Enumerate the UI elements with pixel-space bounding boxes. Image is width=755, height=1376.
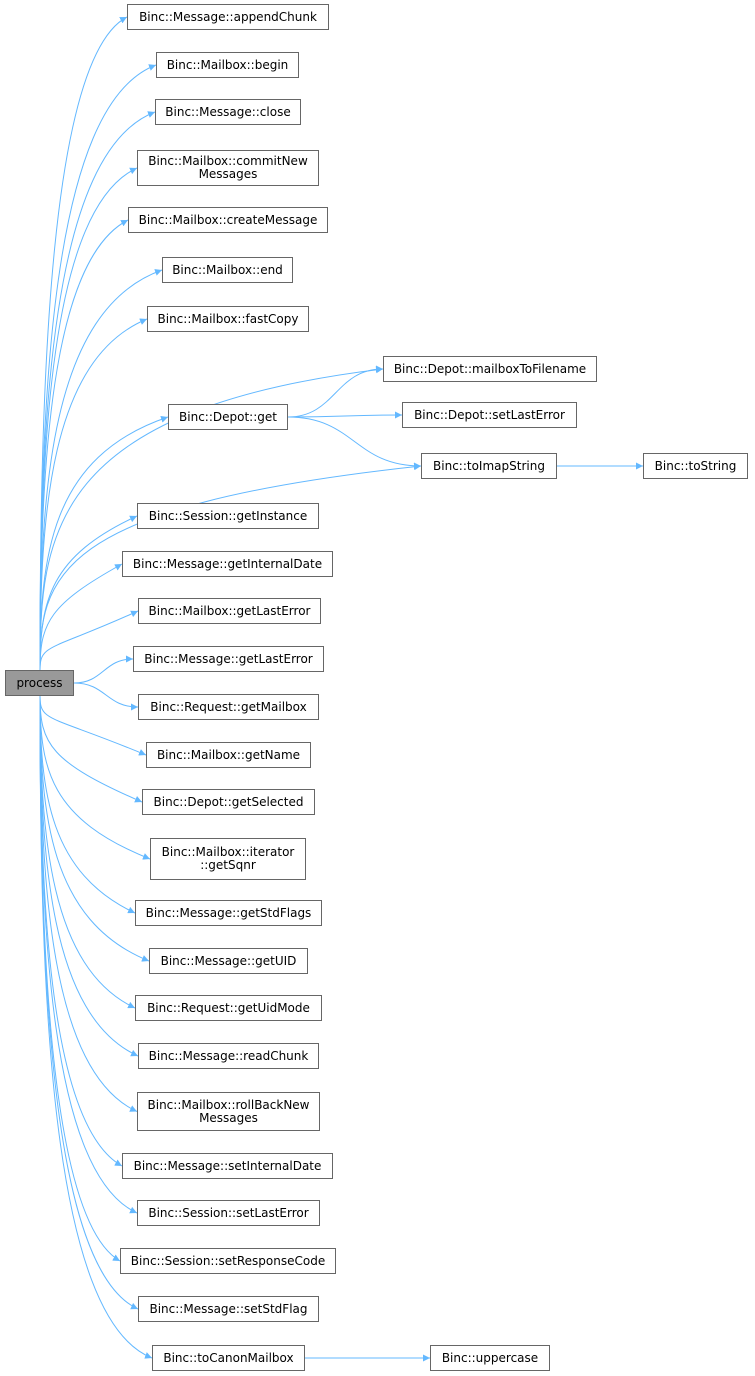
node-uppercase[interactable]: Binc::uppercase: [430, 1345, 550, 1371]
node-getMailbox[interactable]: Binc::Request::getMailbox: [138, 694, 319, 720]
edge-process-to-rollBackNewMessages: [39, 695, 138, 1112]
node-label-depotGet: Binc::Depot::get: [179, 409, 277, 424]
edge-process-to-depotGet: [39, 415, 169, 671]
node-label-toString: Binc::toString: [654, 458, 737, 473]
node-setLastErrorDepot[interactable]: Binc::Depot::setLastError: [402, 402, 577, 428]
node-toCanonMailbox[interactable]: Binc::toCanonMailbox: [152, 1345, 305, 1371]
node-label-appendChunk: Binc::Message::appendChunk: [139, 9, 317, 24]
node-label-getStdFlags: Binc::Message::getStdFlags: [145, 905, 312, 920]
node-label-getUidMode: Binc::Request::getUidMode: [147, 1000, 310, 1015]
node-label-createMessage: Binc::Mailbox::createMessage: [138, 212, 318, 227]
node-readChunk[interactable]: Binc::Message::readChunk: [138, 1043, 319, 1069]
edge-depotGet-to-setLastErrorDepot: [287, 411, 403, 419]
edge-process-to-toCanonMailbox: [39, 695, 153, 1359]
node-label-getLastErrorMessage: Binc::Message::getLastError: [144, 651, 313, 666]
edge-depotGet-to-mailboxToFilename: [287, 365, 384, 418]
node-label-uppercase: Binc::uppercase: [441, 1350, 539, 1365]
node-label-rollBackNewMessages-1: Binc::Mailbox::rollBackNew: [147, 1097, 310, 1112]
node-setResponseCode[interactable]: Binc::Session::setResponseCode: [120, 1248, 336, 1274]
node-label-setLastErrorSession: Binc::Session::setLastError: [148, 1205, 309, 1220]
edge-process-to-getMailbox: [73, 682, 139, 711]
node-getStdFlags[interactable]: Binc::Message::getStdFlags: [135, 900, 322, 926]
node-createMessage[interactable]: Binc::Mailbox::createMessage: [128, 207, 328, 233]
node-label-getInstance: Binc::Session::getInstance: [148, 508, 308, 523]
node-fastCopy[interactable]: Binc::Mailbox::fastCopy: [147, 306, 309, 332]
edge-process-to-setInternalDate: [39, 695, 123, 1167]
node-label-close: Binc::Message::close: [165, 104, 291, 119]
node-label-getUID: Binc::Message::getUID: [160, 953, 297, 968]
node-label-commitNewMessages-1: Binc::Mailbox::commitNew: [148, 154, 308, 168]
node-label-mailboxToFilename: Binc::Depot::mailboxToFilename: [393, 361, 587, 376]
node-label-getSqnr-2: ::getSqnr: [200, 858, 256, 872]
node-label-setResponseCode: Binc::Session::setResponseCode: [130, 1253, 326, 1268]
node-getUID[interactable]: Binc::Message::getUID: [149, 948, 308, 974]
node-label-fastCopy: Binc::Mailbox::fastCopy: [157, 311, 299, 326]
edge-process-to-getInstance: [39, 515, 138, 671]
node-label-setStdFlag: Binc::Message::setStdFlag: [149, 1301, 308, 1316]
node-getName[interactable]: Binc::Mailbox::getName: [146, 742, 311, 768]
node-setLastErrorSession[interactable]: Binc::Session::setLastError: [137, 1200, 320, 1226]
edge-process-to-setLastErrorSession: [39, 695, 138, 1214]
node-setStdFlag[interactable]: Binc::Message::setStdFlag: [138, 1296, 319, 1322]
node-label-process: process: [16, 675, 63, 690]
node-getSqnr[interactable]: Binc::Mailbox::iterator::getSqnr: [150, 838, 306, 880]
node-label-getSelected: Binc::Depot::getSelected: [153, 794, 304, 809]
node-getLastErrorMessage[interactable]: Binc::Message::getLastError: [133, 646, 324, 672]
node-label-getMailbox: Binc::Request::getMailbox: [150, 699, 307, 714]
edge-process-to-getStdFlags: [39, 695, 136, 914]
node-depotGet[interactable]: Binc::Depot::get: [168, 404, 288, 430]
edge-process-to-getInternalDate: [39, 563, 123, 671]
node-end[interactable]: Binc::Mailbox::end: [162, 257, 293, 283]
node-close[interactable]: Binc::Message::close: [155, 99, 301, 125]
node-label-toCanonMailbox: Binc::toCanonMailbox: [163, 1350, 294, 1365]
edge-process-to-fastCopy: [39, 318, 148, 671]
edge-process-to-commitNewMessages: [39, 167, 138, 671]
node-getInternalDate[interactable]: Binc::Message::getInternalDate: [122, 551, 333, 577]
node-process: process: [5, 670, 74, 696]
node-label-readChunk: Binc::Message::readChunk: [148, 1048, 309, 1063]
node-mailboxToFilename[interactable]: Binc::Depot::mailboxToFilename: [383, 356, 597, 382]
node-toString[interactable]: Binc::toString: [643, 453, 748, 479]
node-label-end: Binc::Mailbox::end: [172, 262, 283, 277]
node-label-rollBackNewMessages-2: Messages: [199, 1110, 258, 1125]
node-label-setLastErrorDepot: Binc::Depot::setLastError: [414, 407, 565, 422]
node-label-getInternalDate: Binc::Message::getInternalDate: [132, 556, 323, 571]
node-getUidMode[interactable]: Binc::Request::getUidMode: [135, 995, 322, 1021]
node-getInstance[interactable]: Binc::Session::getInstance: [137, 503, 319, 529]
node-label-commitNewMessages-2: Messages: [198, 167, 258, 181]
edge-process-to-getLastErrorMessage: [73, 655, 134, 684]
edge-process-to-appendChunk: [39, 16, 128, 671]
node-getLastErrorMailbox[interactable]: Binc::Mailbox::getLastError: [138, 598, 321, 624]
edge-process-to-getUidMode: [39, 695, 136, 1009]
node-begin[interactable]: Binc::Mailbox::begin: [156, 52, 299, 78]
node-setInternalDate[interactable]: Binc::Message::setInternalDate: [122, 1153, 333, 1179]
node-label-getSqnr-1: Binc::Mailbox::iterator: [161, 845, 295, 859]
node-appendChunk[interactable]: Binc::Message::appendChunk: [127, 4, 329, 30]
edge-depotGet-to-toImapString: [287, 416, 422, 470]
edge-process-to-close: [39, 111, 156, 671]
edge-process-to-getName: [39, 695, 147, 756]
node-label-setInternalDate: Binc::Message::setInternalDate: [133, 1158, 322, 1173]
node-label-getLastErrorMailbox: Binc::Mailbox::getLastError: [148, 603, 311, 618]
node-toImapString[interactable]: Binc::toImapString: [421, 453, 557, 479]
node-getSelected[interactable]: Binc::Depot::getSelected: [142, 789, 315, 815]
edge-process-to-getLastErrorMailbox: [39, 610, 139, 671]
node-label-begin: Binc::Mailbox::begin: [166, 57, 289, 72]
node-label-toImapString: Binc::toImapString: [433, 458, 545, 473]
node-label-getName: Binc::Mailbox::getName: [156, 747, 301, 762]
